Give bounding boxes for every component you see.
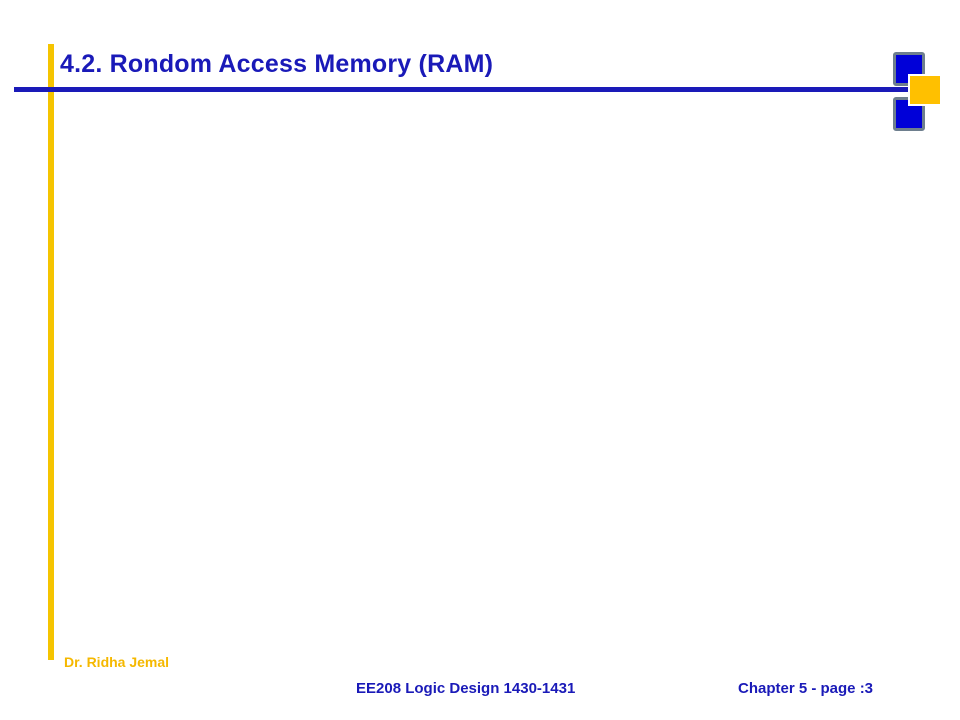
footer-page-number: Chapter 5 - page :3: [738, 680, 874, 697]
footer-author: Dr. Ridha Jemal: [64, 654, 170, 670]
vertical-accent-line: [48, 44, 54, 660]
title-underline: [14, 87, 914, 92]
footer-course: EE208 Logic Design 1430-1431: [356, 680, 576, 697]
yellow-square-icon: [908, 74, 942, 106]
slide-title: 4.2. Rondom Access Memory (RAM): [60, 50, 494, 78]
